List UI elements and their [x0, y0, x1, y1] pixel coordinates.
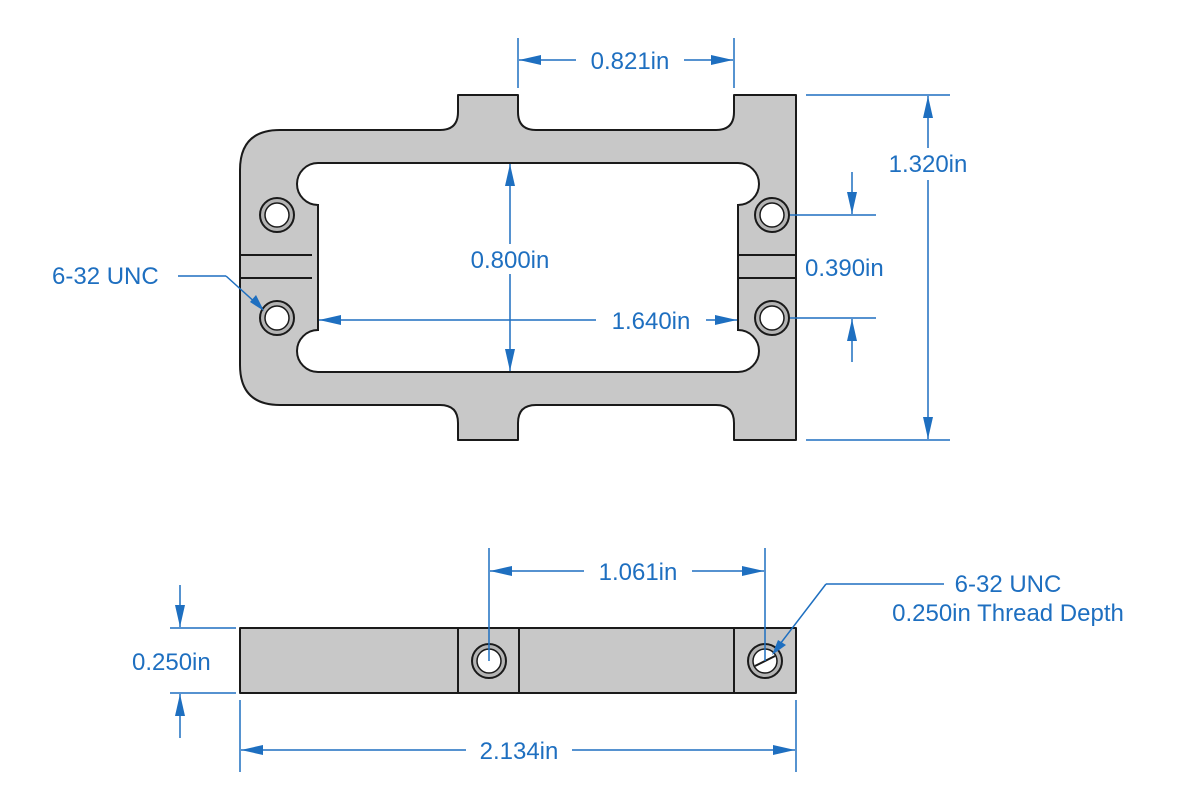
callout-side-thread-line1: 6-32 UNC: [955, 571, 1062, 598]
callout-side-thread-line2: 0.250in Thread Depth: [892, 600, 1124, 627]
hole-top-right: [754, 197, 790, 233]
dim-thickness: 0.250in: [132, 585, 236, 738]
dim-hole-spacing-horizontal: 1.640in: [319, 305, 737, 335]
hole-bottom-right: [754, 300, 790, 336]
dim-overall-length: 2.134in: [239, 700, 797, 772]
dim-label-overall-length: 2.134in: [480, 738, 559, 765]
dim-label-inner-height: 0.800in: [471, 247, 550, 274]
dim-label-slot-width: 0.821in: [591, 48, 670, 75]
dim-label-hole-spacing-vertical: 0.390in: [805, 255, 884, 282]
side-view: [239, 627, 797, 694]
callout-top-thread: 6-32 UNC: [52, 263, 264, 311]
dim-label-thickness: 0.250in: [132, 649, 211, 676]
dim-inner-height: 0.800in: [456, 164, 564, 371]
dim-overall-height: 1.320in: [806, 94, 980, 441]
dim-label-overall-height: 1.320in: [889, 151, 968, 178]
callout-side-thread: 6-32 UNC 0.250in Thread Depth: [772, 571, 1124, 655]
hole-bottom-left: [259, 300, 295, 336]
dim-label-side-hole-spacing: 1.061in: [599, 559, 678, 586]
dim-slot-width: 0.821in: [517, 38, 735, 88]
dim-label-hole-spacing-horizontal: 1.640in: [612, 308, 691, 335]
dim-hole-spacing-vertical: 0.390in: [790, 172, 884, 362]
callout-top-thread-label: 6-32 UNC: [52, 263, 159, 290]
dim-side-hole-spacing: 1.061in: [488, 548, 766, 661]
hole-top-left: [259, 197, 295, 233]
